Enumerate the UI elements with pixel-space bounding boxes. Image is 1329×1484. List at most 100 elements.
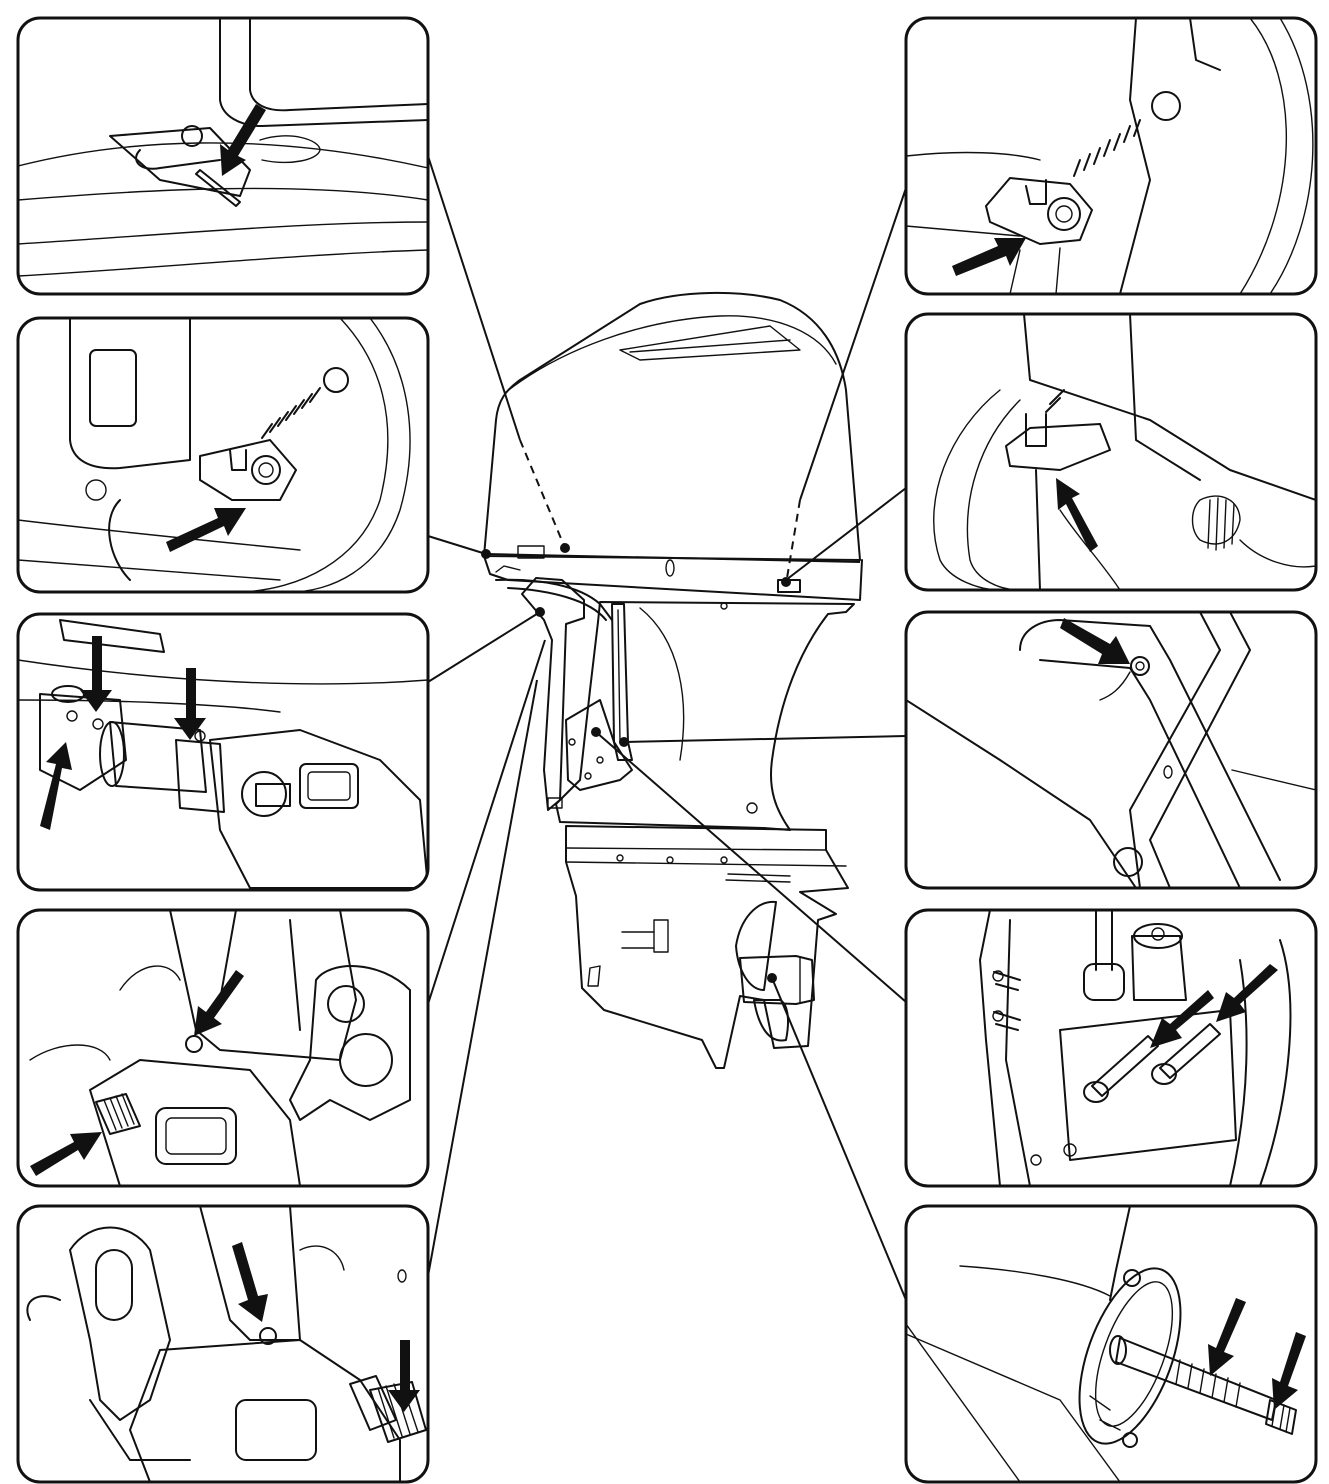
arrow-icon [1060, 618, 1130, 664]
shaft-thread [1265, 1399, 1297, 1435]
apron-screw [720, 602, 728, 610]
point-front-latch [481, 549, 491, 559]
latch-bracket [1005, 423, 1111, 471]
clamp-window-inner [165, 1117, 227, 1155]
panel-R4-trim-cylinder-pins [904, 908, 1318, 1188]
panel-frame [16, 1204, 430, 1484]
latch-post [1025, 413, 1047, 447]
cowl-curve-1 [239, 318, 389, 592]
mount-hole-1 [327, 985, 365, 1023]
apron-curve [639, 607, 685, 761]
hose [1189, 18, 1221, 71]
steering-arm-outer [1019, 619, 1281, 881]
latch-bolt [1055, 205, 1073, 223]
cowl-curve-2 [966, 399, 1021, 590]
grease-nipple [1130, 656, 1150, 676]
bracket-window-inner [307, 771, 351, 801]
point-rear-latch [781, 577, 791, 587]
panel-L1-cowl-latch-hook [16, 16, 430, 296]
arm-right-edge [1149, 612, 1251, 888]
grease-nipple-core [1135, 661, 1145, 671]
panel-frame [904, 16, 1318, 296]
bracket-top-rail [495, 578, 613, 621]
latch-bracket [199, 439, 297, 501]
outboard-motor [481, 291, 863, 1069]
tilt-bolt-thread [255, 783, 291, 807]
background-contour-2 [119, 965, 181, 991]
pin-2-head [1151, 1063, 1177, 1085]
panel-frame [16, 316, 430, 594]
engine-edge [1129, 314, 1201, 481]
arrow-icon [1056, 478, 1098, 552]
bearing-housing [1078, 1267, 1182, 1445]
bolt-head-1 [992, 970, 1004, 982]
swivel-screw-3 [584, 772, 592, 780]
pin-2 [1159, 1023, 1221, 1079]
point-tilt-tube [535, 607, 545, 617]
bracket-hole [85, 479, 107, 501]
arrow-icon [40, 742, 72, 830]
tilt-bolt-thread [369, 1381, 427, 1443]
leader-L4 [427, 639, 546, 1005]
frame-edge-left [979, 910, 1001, 1186]
shaft-seal [1109, 1335, 1127, 1365]
propeller-blade-upper [735, 900, 777, 991]
arrow-icon [952, 238, 1026, 276]
cowling-air-vent [619, 325, 801, 361]
propeller-hub [739, 955, 815, 1005]
panel-L3-tilt-tube [16, 612, 430, 892]
frame-line-2 [906, 225, 1021, 237]
latch-pin [1025, 179, 1047, 205]
panel-frame [16, 612, 430, 892]
clip-ring [26, 1295, 61, 1321]
spring-anchor [323, 367, 349, 393]
cowl-curve-2 [1269, 18, 1314, 294]
swivel-bracket [209, 729, 428, 889]
nipple-shadow [1099, 671, 1131, 701]
engine-bracket [69, 318, 191, 470]
cowling-label [517, 545, 545, 559]
leader-R5 [771, 977, 907, 1301]
latch-bracket [985, 177, 1093, 245]
arrow-icon [220, 104, 266, 176]
top-plate [59, 619, 165, 653]
propeller-shaft [1115, 1337, 1277, 1421]
latch-tab [195, 169, 241, 207]
leader-R1-hidden [785, 499, 801, 585]
tube-collar [175, 739, 225, 813]
pin-1 [1091, 1035, 1159, 1097]
cowling-vent-line [629, 339, 791, 353]
propeller-blade-lower [753, 999, 789, 1042]
rubber-seal [259, 135, 321, 164]
hull-line-3 [18, 221, 428, 245]
arm-rib [289, 919, 301, 1031]
panel-R1-rear-latch-spring [904, 16, 1318, 296]
cowl-edge [219, 18, 428, 127]
clamp-bracket [89, 1059, 301, 1186]
pin-1-head [1083, 1081, 1109, 1103]
plate-screw-3 [720, 856, 728, 864]
bolt-threads [103, 1093, 135, 1131]
grease-nipple-2 [194, 730, 206, 742]
hull-line [18, 519, 301, 551]
latch-plate [109, 127, 251, 197]
clamp-bracket [129, 1339, 401, 1482]
frame-line [906, 151, 1041, 161]
apron-bolt [746, 802, 758, 814]
bracket-arm [199, 1206, 301, 1341]
bracket-window [299, 763, 359, 809]
cylinder-body [1059, 1009, 1237, 1161]
bearing-housing-inner [1094, 1281, 1174, 1427]
arrow-icon [80, 636, 112, 712]
leader-L3 [427, 611, 541, 683]
swivel-screw-2 [596, 756, 604, 764]
background-contour [29, 1044, 111, 1061]
point-steering [619, 737, 629, 747]
frame-bolt [1030, 1154, 1042, 1166]
tilt-tube [109, 721, 207, 793]
frame-edge-right-inner [1229, 959, 1248, 1186]
panel-frame [904, 610, 1318, 890]
cowl-edge [1023, 314, 1316, 501]
